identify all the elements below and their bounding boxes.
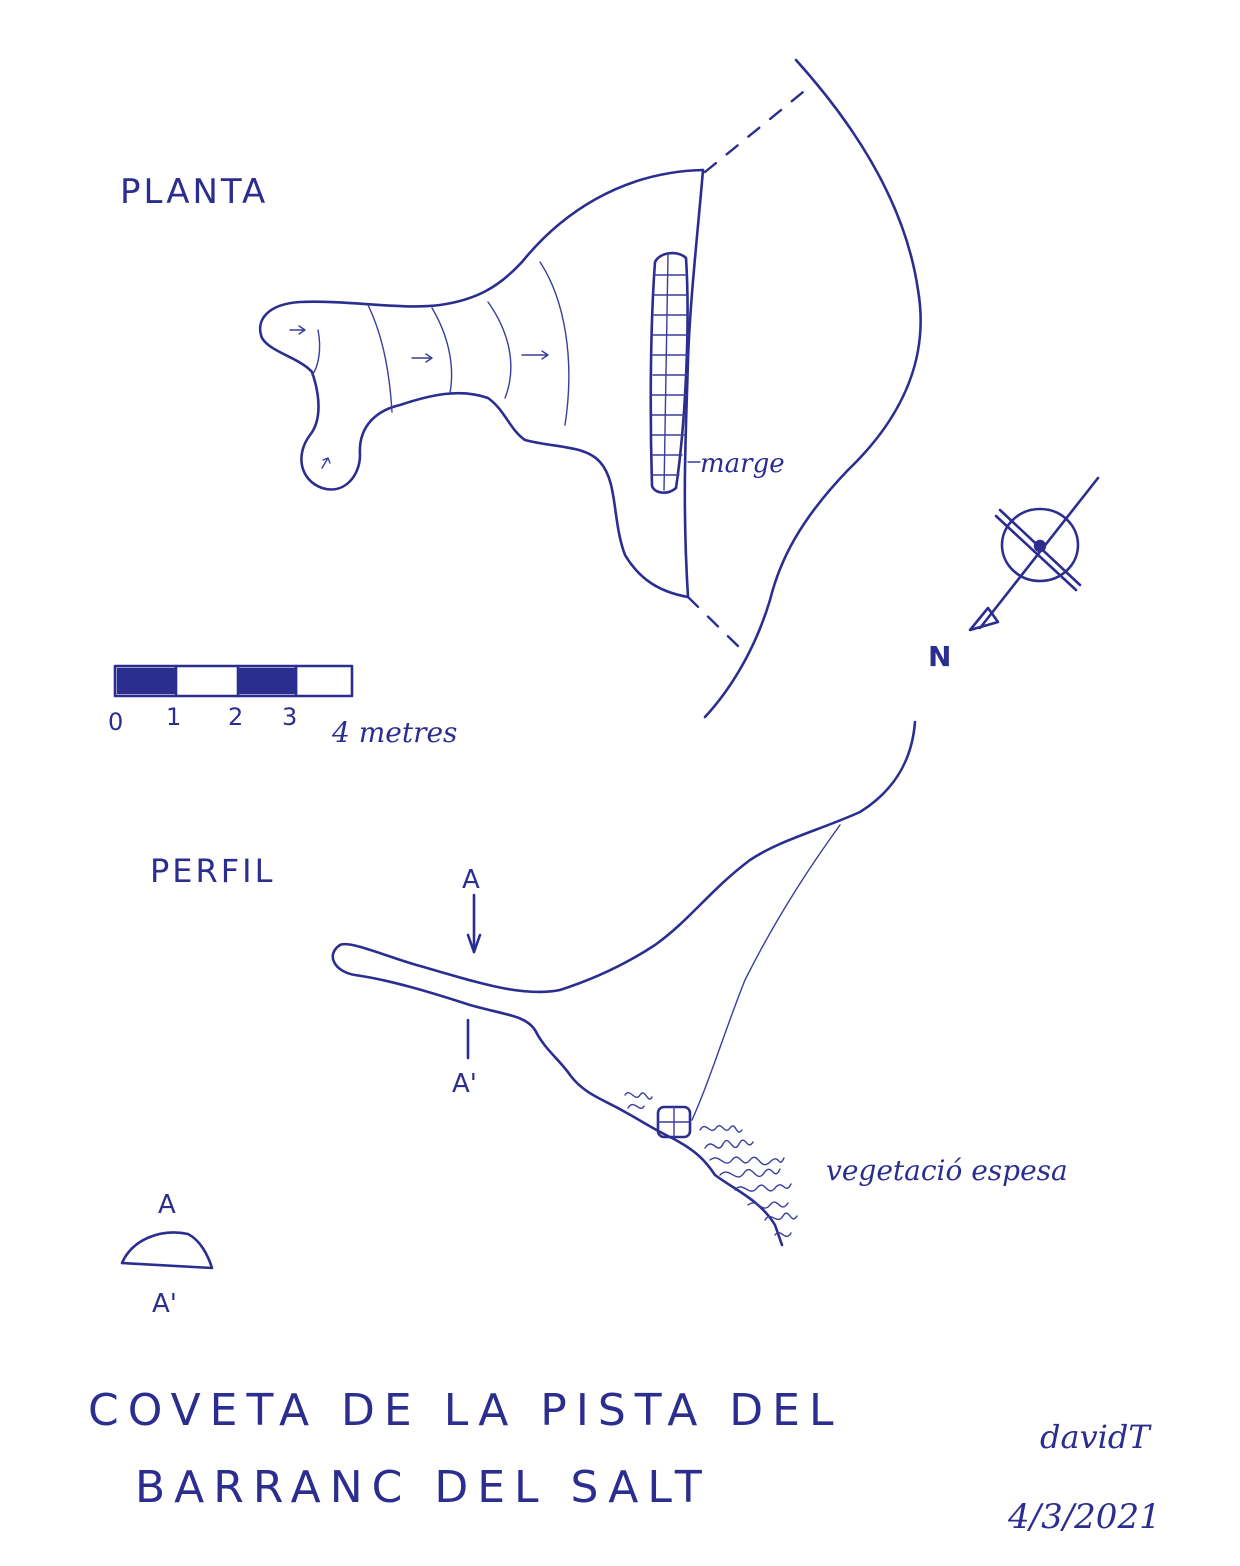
profile-cave-outline	[331, 720, 917, 1247]
signature-author: davidT	[1040, 1418, 1152, 1456]
plan-dashed-top	[703, 86, 810, 174]
cross-section-label-a-prime: A'	[152, 1289, 177, 1319]
signature-block: davidT 4/3/2021	[1007, 1418, 1161, 1537]
plan-contour-4	[487, 301, 512, 399]
scale-tick-4: 4 metres	[331, 716, 457, 749]
north-label: N	[928, 640, 951, 673]
plan-inner-wall	[683, 168, 705, 599]
plan-contour-2	[367, 304, 393, 413]
profile-view: PERFIL A A' vegetació espesa	[150, 720, 1068, 1247]
scale-bar: 0 1 2 3 4 metres	[108, 664, 457, 749]
scale-tick-0: 0	[108, 708, 123, 736]
north-arrow: N	[928, 476, 1100, 673]
plan-slope-arrows	[289, 325, 549, 469]
profile-marge	[656, 1105, 692, 1139]
cross-section-label-a: A	[158, 1190, 176, 1220]
cross-section: A A'	[120, 1190, 214, 1319]
title-line-2: BARRANC DEL SALT	[135, 1462, 711, 1513]
section-line	[466, 893, 482, 1060]
survey-title: COVETA DE LA PISTA DEL BARRANC DEL SALT	[88, 1385, 843, 1513]
plan-outer-slope	[703, 58, 922, 719]
plan-contour-5	[539, 261, 570, 426]
scale-tick-2: 2	[228, 703, 243, 731]
profile-surface-line	[691, 824, 841, 1121]
signature-date: 4/3/2021	[1007, 1497, 1161, 1537]
profile-title: PERFIL	[150, 852, 275, 890]
title-line-1: COVETA DE LA PISTA DEL	[88, 1385, 843, 1436]
vegetation-scribbles	[624, 1092, 798, 1238]
cross-section-shape	[120, 1231, 214, 1270]
plan-title: PLANTA	[120, 172, 268, 212]
plan-contour-3	[431, 307, 453, 394]
vegetation-label: vegetació espesa	[826, 1154, 1068, 1187]
scale-tick-1: 1	[166, 703, 181, 731]
plan-cave-outline	[258, 168, 705, 599]
marge-wall	[649, 251, 701, 494]
plan-contour-1	[311, 329, 321, 376]
marge-label: marge	[700, 449, 785, 479]
plan-dashed-bottom	[686, 595, 744, 652]
section-label-a: A	[462, 865, 480, 895]
section-label-a-prime: A'	[452, 1069, 477, 1099]
plan-view: PLANTA marge	[120, 58, 922, 719]
scale-tick-3: 3	[282, 703, 297, 731]
